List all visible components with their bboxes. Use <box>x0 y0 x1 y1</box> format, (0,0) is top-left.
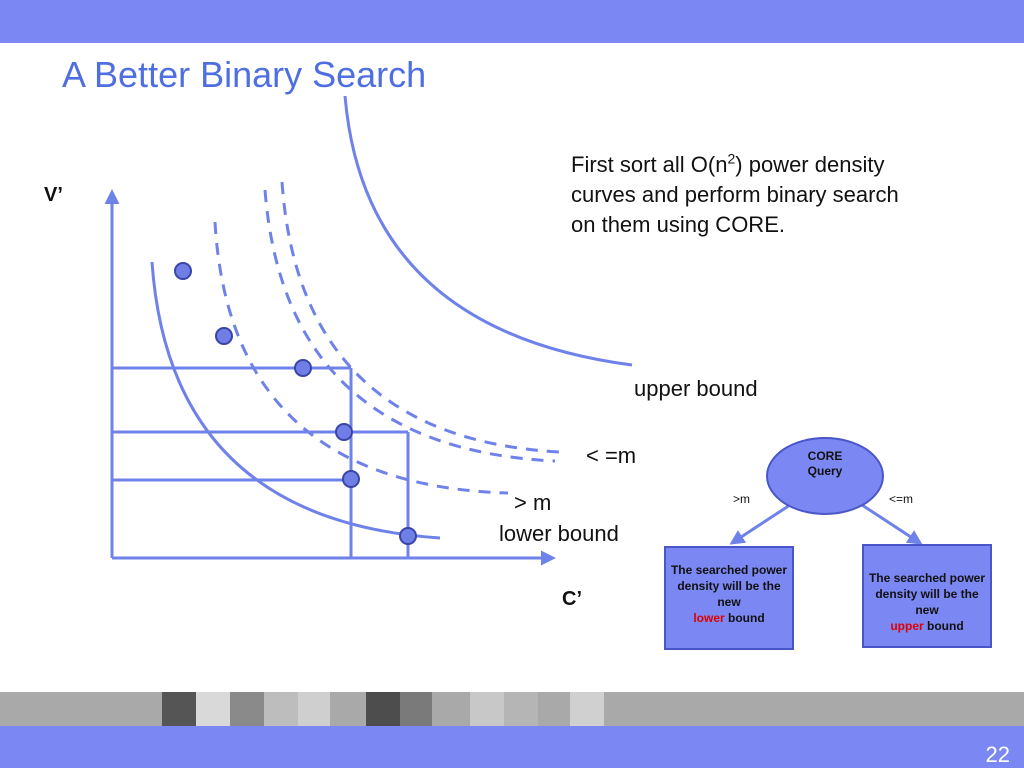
footer-photo <box>298 692 330 726</box>
upper-bound-label: upper bound <box>634 376 758 401</box>
arrow-to-lower <box>729 503 791 545</box>
arrow-to-upper <box>861 503 923 545</box>
data-point <box>335 423 353 441</box>
dashed-curve-gt-m <box>213 221 509 495</box>
upper-bound-curve <box>343 95 633 367</box>
core-query-line: CORE <box>807 449 843 463</box>
footer-photo <box>196 692 230 726</box>
data-point <box>174 262 192 280</box>
description-text: First sort all O(n2) power density curve… <box>571 150 911 240</box>
y-axis-label: V’ <box>44 184 63 206</box>
footer-photo <box>264 692 298 726</box>
box-tail: bound <box>927 619 964 633</box>
footer-photo <box>504 692 538 726</box>
data-point <box>294 359 312 377</box>
footer-photo <box>570 692 604 726</box>
description-part: ) power density curves and perform binar… <box>571 152 899 237</box>
description-exponent: 2 <box>727 150 736 167</box>
data-point <box>215 327 233 345</box>
footer-photo <box>470 692 504 726</box>
footer-photo <box>366 692 400 726</box>
edge-label-gt-m: >m <box>733 492 751 506</box>
data-point <box>399 527 417 545</box>
slide-title: A Better Binary Search <box>62 54 427 95</box>
lower-bound-result-box: The searched power density will be the n… <box>664 546 794 650</box>
x-axis-label: C’ <box>562 588 582 610</box>
bottom-bar <box>0 726 1024 768</box>
footer-photo-strip <box>0 692 1024 726</box>
footer-photo <box>162 692 196 726</box>
page-number: 22 <box>985 742 1010 767</box>
top-bar <box>0 0 1024 43</box>
edge-label-le-m: <=m <box>889 492 914 506</box>
lower-bound-label: lower bound <box>499 521 619 546</box>
footer-photo <box>230 692 264 726</box>
box-text: The searched power density will be the n… <box>868 571 986 617</box>
le-m-label: < =m <box>586 443 637 468</box>
description-part: First sort all O(n <box>571 152 728 177</box>
gt-m-label: > m <box>514 490 552 515</box>
box-tail: bound <box>728 611 765 625</box>
data-point <box>342 470 360 488</box>
upper-bound-result-box: The searched power density will be the n… <box>862 544 992 648</box>
core-query-line: Query <box>807 464 843 478</box>
footer-photo <box>400 692 432 726</box>
box-highlight: lower <box>693 611 725 625</box>
box-highlight: upper <box>890 619 924 633</box>
dashed-curve-le-m-outer <box>280 181 561 454</box>
dashed-curve-le-m-inner <box>263 189 556 463</box>
core-query-node: CORE Query <box>766 437 884 515</box>
lower-bound-curve <box>150 261 441 540</box>
box-text: The searched power density will be the n… <box>670 563 788 609</box>
